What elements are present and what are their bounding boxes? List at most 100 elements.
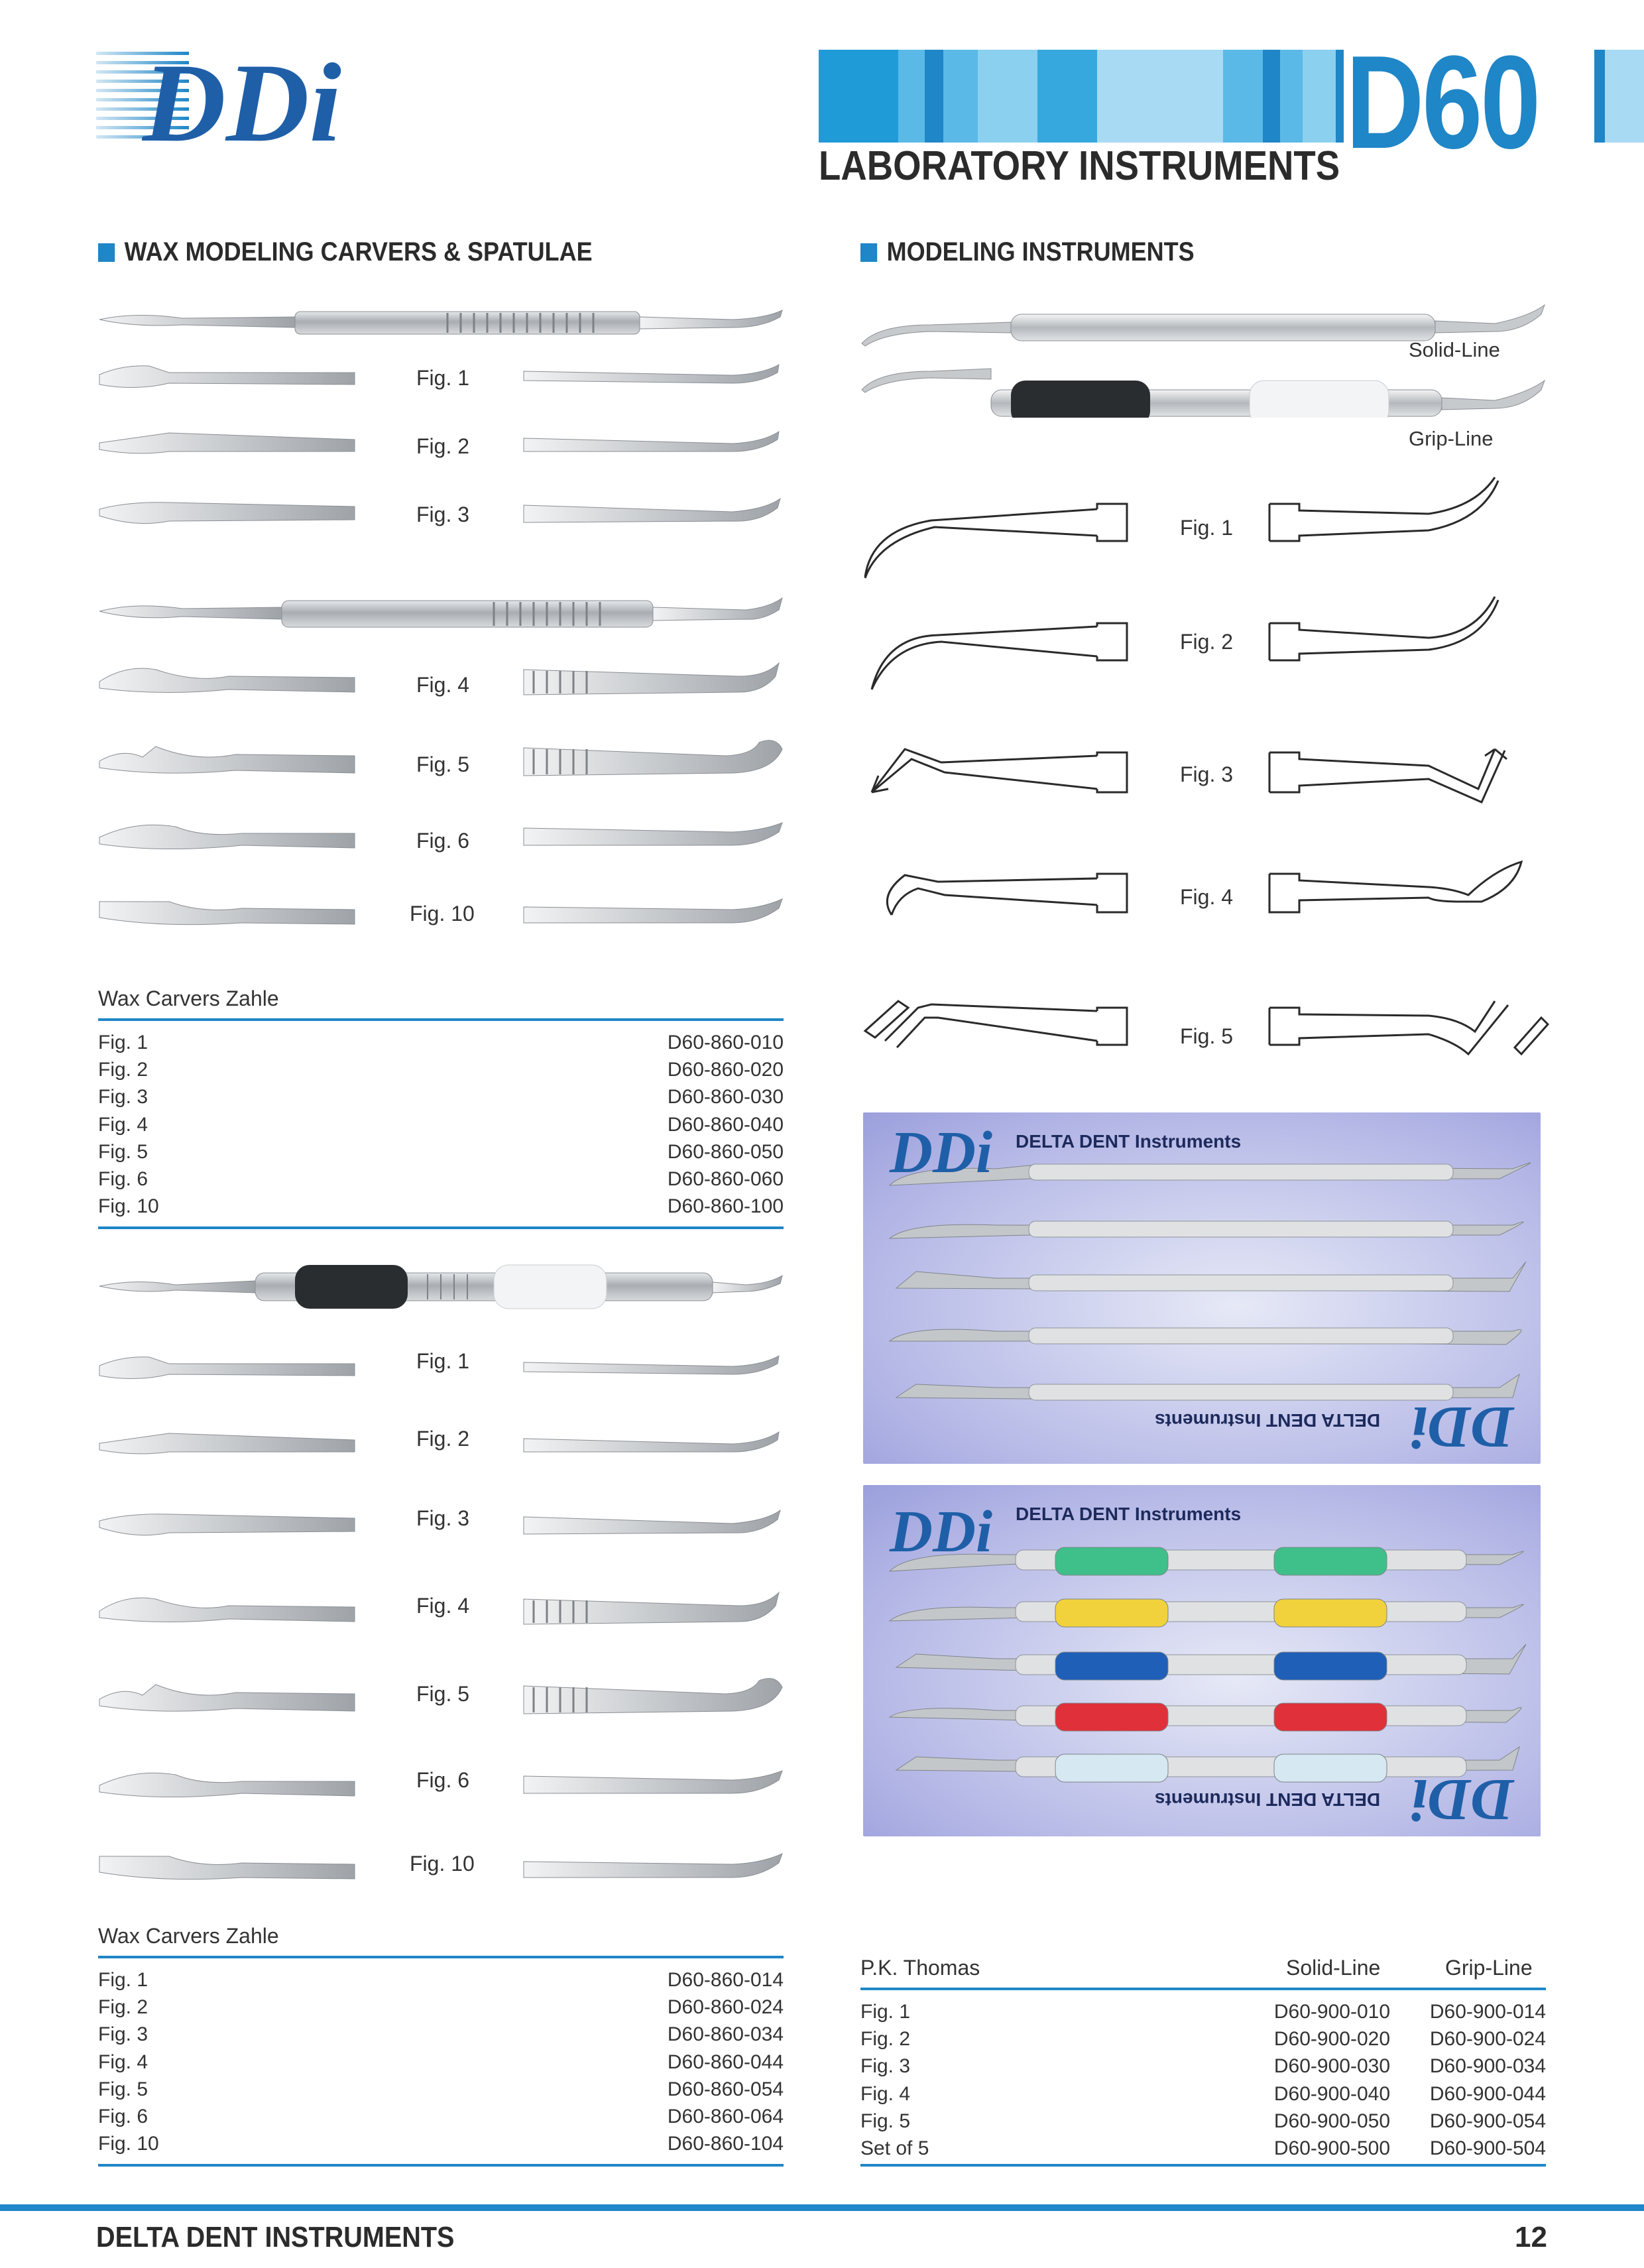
photo-brand-label: DELTA DENT Instruments [1016, 1504, 1242, 1524]
bullet-square [860, 243, 878, 262]
instrument-set-photo: DDi DDi [888, 1499, 1527, 1832]
ddi-logo: DDi [96, 46, 341, 146]
colored-grip [1273, 1547, 1387, 1576]
footer-company: DELTA DENT INSTRUMENTS [96, 2221, 455, 2253]
table-row-code: D60-860-064 [667, 2106, 784, 2127]
table-row-fig: Fig. 10 [98, 2133, 159, 2155]
table-row-fig: Fig. 5 [98, 1140, 148, 1163]
table-rule-top [98, 1956, 784, 1958]
instrument-set-photo: DDi DDi [888, 1120, 1531, 1460]
table-row-code: D60-860-014 [667, 1969, 784, 1991]
table-row-code: D60-900-054 [1429, 2110, 1546, 2132]
table-title: Wax Carvers Zahle [98, 986, 279, 1010]
table-row-code: D60-900-034 [1429, 2055, 1546, 2078]
fig-label: Fig. 4 [416, 673, 470, 697]
table-title: Wax Carvers Zahle [98, 1924, 279, 1948]
table-row-code: D60-860-024 [667, 1996, 784, 2019]
product-photo-solid-line-set: DDi DDi DELTA DENT Instruments DELTA DEN… [863, 1112, 1541, 1464]
fig-label: Fig. 2 [416, 434, 470, 458]
colored-grip [1055, 1702, 1169, 1732]
fig-label: Fig. 6 [416, 829, 470, 853]
colored-grip [1055, 1754, 1169, 1783]
colored-grip [1055, 1547, 1169, 1576]
table-row-code: D60-900-044 [1429, 2082, 1546, 2105]
fig-label: Fig. 10 [410, 902, 475, 925]
product-photo-grip-line-set: DDi DDi DELTA DENT Instruments DELTA DEN… [863, 1485, 1541, 1836]
table-row-fig: Fig. 6 [98, 1168, 148, 1190]
table-row-fig: Fig. 1 [98, 1969, 148, 1991]
fig-label: Fig. 3 [1180, 762, 1234, 786]
fig-label: Fig. 4 [1180, 885, 1234, 909]
table-row-code: D60-900-504 [1429, 2137, 1546, 2159]
table-rule-bottom [98, 2164, 784, 2167]
table-rule-bottom [98, 1226, 784, 1229]
table-row-fig: Set of 5 [860, 2137, 929, 2159]
table-row-code: D60-860-040 [667, 1113, 784, 1136]
table-row-code: D60-900-030 [1273, 2055, 1390, 2078]
table-row-fig: Fig. 6 [98, 2106, 148, 2127]
bullet-square [98, 243, 115, 262]
svg-text:DDi: DDi [889, 1120, 992, 1185]
table-row-fig: Fig. 3 [98, 2023, 148, 2046]
fig-label: Fig. 1 [416, 366, 470, 390]
table-row-code: D60-860-054 [667, 2078, 784, 2100]
table-row-code: D60-900-010 [1273, 2001, 1390, 2023]
photo-brand-label-mirrored: DELTA DENT Instruments [1155, 1410, 1381, 1431]
header-color-band [819, 50, 1644, 143]
table-row-fig: Fig. 1 [860, 2001, 911, 2023]
table-row-fig: Fig. 2 [98, 1996, 148, 2019]
fig-label: Fig. 10 [410, 1852, 475, 1876]
table-row-fig: Fig. 4 [98, 2051, 148, 2073]
table-row-fig: Fig. 2 [98, 1059, 148, 1081]
photo-brand-label-mirrored: DELTA DENT Instruments [1155, 1789, 1381, 1810]
solid-line-caption: Solid-Line [1409, 338, 1500, 361]
table-row-code: D60-900-050 [1273, 2110, 1390, 2132]
colored-grip [1055, 1651, 1169, 1681]
fig-label: Fig. 6 [416, 1768, 470, 1792]
table-row-code: D60-900-024 [1429, 2028, 1546, 2051]
table-row-fig: Fig. 4 [98, 1113, 148, 1136]
table-row-code: D60-900-500 [1273, 2137, 1390, 2159]
svg-text:DDi: DDi [889, 1499, 992, 1565]
fig-label: Fig. 5 [1180, 1024, 1234, 1048]
svg-text:DDi: DDi [1411, 1767, 1515, 1832]
table-row-code: D60-860-060 [667, 1168, 784, 1190]
section-title-wax-carvers: WAX MODELING CARVERS & SPATULAE [98, 237, 593, 267]
column-header-grip-line: Grip-Line [1445, 1956, 1533, 1980]
table-row-code: D60-900-040 [1273, 2082, 1390, 2105]
table-row-fig: Fig. 2 [860, 2028, 911, 2051]
section-title-modeling-instruments: MODELING INSTRUMENTS [860, 237, 1195, 267]
page-number: 12 [1515, 2221, 1547, 2253]
table-rule-top [98, 1018, 784, 1021]
table-row-fig: Fig. 5 [860, 2110, 911, 2132]
colored-grip [1055, 1598, 1169, 1628]
fig-label: Fig. 5 [416, 1682, 470, 1706]
fig-label: Fig. 2 [416, 1427, 470, 1451]
wax-carvers-illustration-group1 [99, 310, 783, 925]
table-rule-top [860, 1988, 1546, 1990]
table-row-fig: Fig. 3 [860, 2055, 911, 2078]
table-row-fig: Fig. 5 [98, 2078, 148, 2100]
fig-label: Fig. 3 [416, 1506, 470, 1530]
section-title-text: MODELING INSTRUMENTS [886, 237, 1195, 267]
column-header-solid-line: Solid-Line [1286, 1956, 1381, 1980]
modeling-instruments-line-drawings [863, 477, 1550, 1056]
colored-grip [1273, 1754, 1387, 1783]
table-row-code: D60-860-010 [667, 1032, 784, 1053]
table-row-fig: Fig. 1 [98, 1032, 148, 1053]
wax-carvers-illustration-group2 [99, 1264, 783, 1880]
fig-label: Fig. 4 [416, 1594, 470, 1618]
table-row-fig: Fig. 3 [98, 1086, 148, 1108]
colored-grip [1273, 1702, 1387, 1732]
table-row-code: D60-860-034 [667, 2023, 784, 2046]
svg-text:DDi: DDi [141, 46, 341, 146]
table-row-code: D60-860-100 [667, 1195, 784, 1218]
svg-text:DDi: DDi [1411, 1394, 1515, 1460]
table-row-code: D60-860-044 [667, 2051, 784, 2073]
table-row-code: D60-900-014 [1429, 2001, 1546, 2023]
table-row-code: D60-860-020 [667, 1059, 784, 1081]
fig-label: Fig. 1 [1180, 516, 1234, 540]
grip-line-caption: Grip-Line [1409, 427, 1494, 450]
